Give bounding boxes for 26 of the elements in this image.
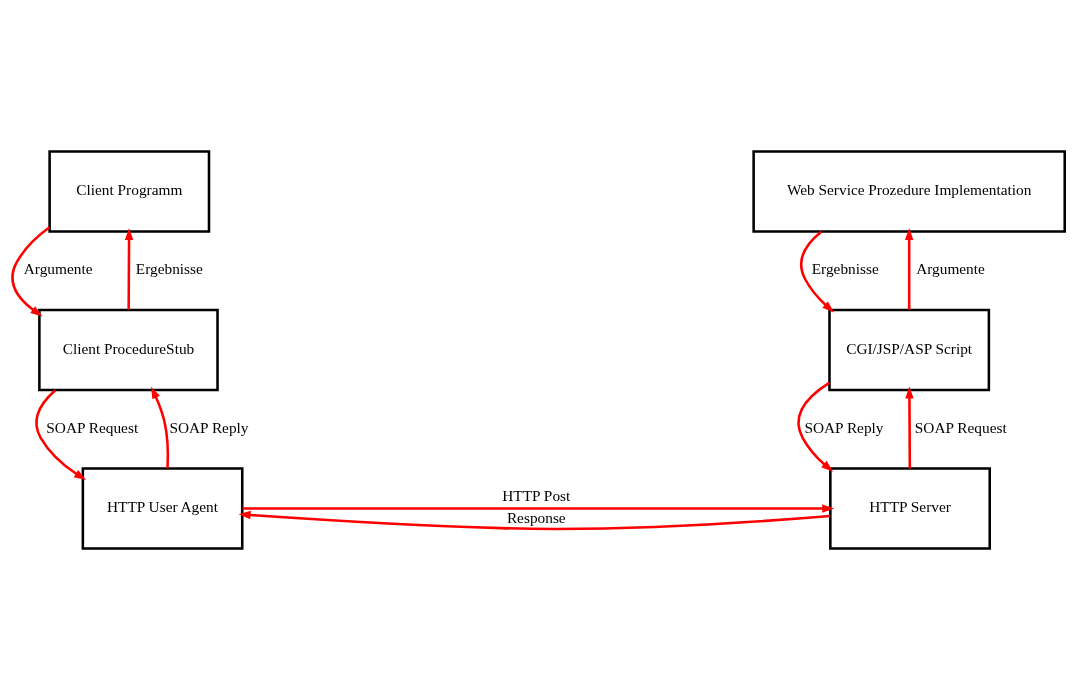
edge-label: SOAP Reply (169, 419, 249, 437)
node-box: Client ProcedureStub (38, 308, 219, 392)
edge-label: SOAP Request (46, 419, 139, 437)
edge-label: Ergebnisse (811, 260, 879, 278)
arrow (905, 386, 914, 469)
arrow (11, 226, 51, 317)
edge-label: HTTP Post (502, 487, 571, 505)
node-box: CGI/JSP/ASP Script (828, 308, 991, 392)
arrow (35, 389, 87, 480)
arrow (800, 230, 835, 313)
arrow (151, 386, 170, 469)
arrow (242, 504, 835, 513)
node-box: Web Service Prozedure Implementation (752, 150, 1066, 233)
edge-label: SOAP Request (914, 419, 1007, 437)
node-box: HTTP Server (829, 467, 991, 550)
node-box: HTTP User Agent (81, 467, 244, 550)
arrow (238, 510, 831, 531)
edge-label: Argumente (916, 260, 985, 278)
edge-label: Response (506, 509, 566, 527)
arrow (797, 381, 834, 472)
arrow (905, 228, 914, 310)
arrow (124, 228, 134, 310)
edge-label: Argumente (23, 260, 93, 278)
node-box: Client Programm (48, 150, 211, 233)
edge-label: Ergebnisse (135, 260, 203, 278)
edge-label: SOAP Reply (804, 419, 884, 437)
